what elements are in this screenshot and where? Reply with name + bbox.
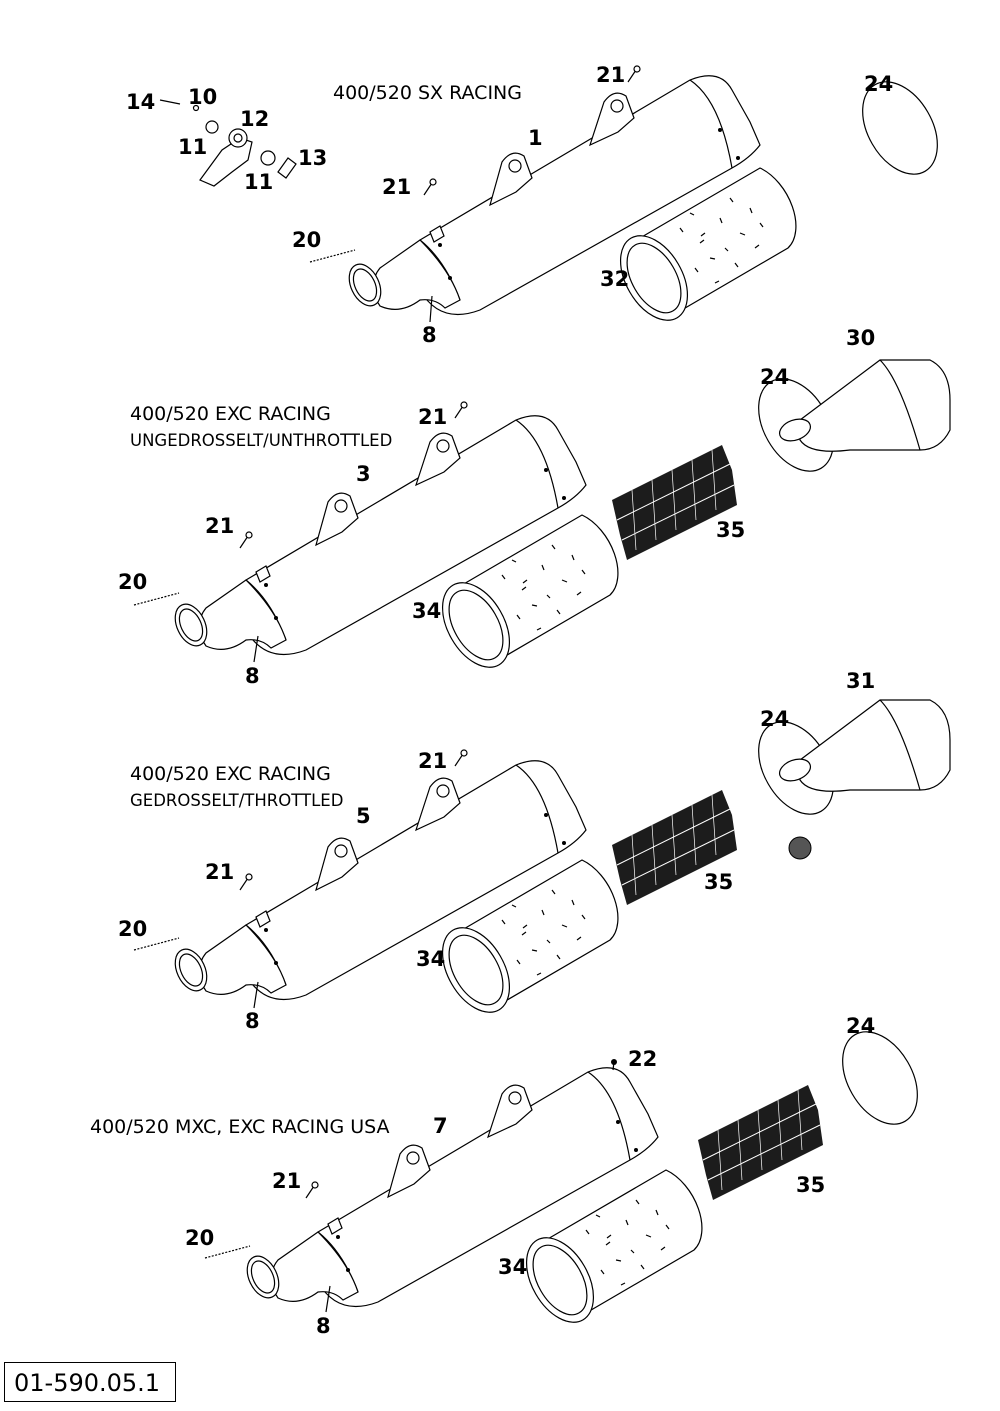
callout-number: 8: [245, 1009, 260, 1033]
callout-number: 13: [298, 146, 327, 170]
callout-number: 22: [628, 1047, 657, 1071]
section-title: 400/520 EXC RACING: [130, 403, 331, 425]
callout-number: 34: [498, 1255, 527, 1279]
callout-number: 32: [600, 267, 629, 291]
callout-number: 8: [422, 323, 437, 347]
callout-number: 35: [796, 1173, 825, 1197]
callout-number: 12: [240, 107, 269, 131]
callout-number: 20: [292, 228, 321, 252]
section-mxc-exc-racing-usa: 400/520 MXC, EXC RACING USA 7 8 20 21 22…: [90, 1014, 918, 1338]
callout-number: 34: [416, 947, 445, 971]
callout-number: 24: [760, 707, 789, 731]
callout-number: 21: [382, 175, 411, 199]
callout-number: 7: [433, 1114, 448, 1138]
callout-number: 30: [846, 326, 875, 350]
callout-number: 8: [316, 1314, 331, 1338]
callout-number: 20: [185, 1226, 214, 1250]
callout-number: 5: [356, 804, 371, 828]
callout-number: 10: [188, 85, 217, 109]
callout-number: 3: [356, 462, 371, 486]
callout-number: 24: [864, 72, 893, 96]
section-exc-racing-unthrottled: 400/520 EXC RACING UNGEDROSSELT/UNTHROTT…: [118, 326, 951, 688]
callout-number: 35: [704, 870, 733, 894]
callout-number: 35: [716, 518, 745, 542]
callout-number: 20: [118, 917, 147, 941]
callout-number: 21: [205, 514, 234, 538]
section-exc-racing-throttled: 400/520 EXC RACING GEDROSSELT/THROTTLED …: [118, 669, 951, 1033]
callout-number: 8: [245, 664, 260, 688]
section-title: 400/520 SX RACING: [333, 82, 522, 104]
callout-number: 34: [412, 599, 441, 623]
callout-number: 11: [244, 170, 273, 194]
callout-number: 21: [418, 749, 447, 773]
callout-number: 24: [760, 365, 789, 389]
callout-number: 31: [846, 669, 875, 693]
section-title: 400/520 MXC, EXC RACING USA: [90, 1116, 390, 1138]
section-sx-racing: 400/520 SX RACING 1 8 20 21 21 24 32: [292, 63, 938, 347]
section-subtitle: GEDROSSELT/THROTTLED: [130, 791, 343, 810]
bracket-detail: 14 10 12 11 11 13: [126, 85, 327, 194]
callout-number: 1: [528, 126, 543, 150]
section-subtitle: UNGEDROSSELT/UNTHROTTLED: [130, 431, 392, 450]
callout-number: 24: [846, 1014, 875, 1038]
callout-number: 20: [118, 570, 147, 594]
drawing-code: 01-590.05.1: [14, 1369, 161, 1397]
callout-number: 11: [178, 135, 207, 159]
callout-number: 21: [272, 1169, 301, 1193]
drawing-code-box: [4, 1362, 176, 1402]
callout-number: 21: [418, 405, 447, 429]
callout-number: 14: [126, 90, 155, 114]
section-title: 400/520 EXC RACING: [130, 763, 331, 785]
callout-number: 21: [205, 860, 234, 884]
callout-number: 21: [596, 63, 625, 87]
